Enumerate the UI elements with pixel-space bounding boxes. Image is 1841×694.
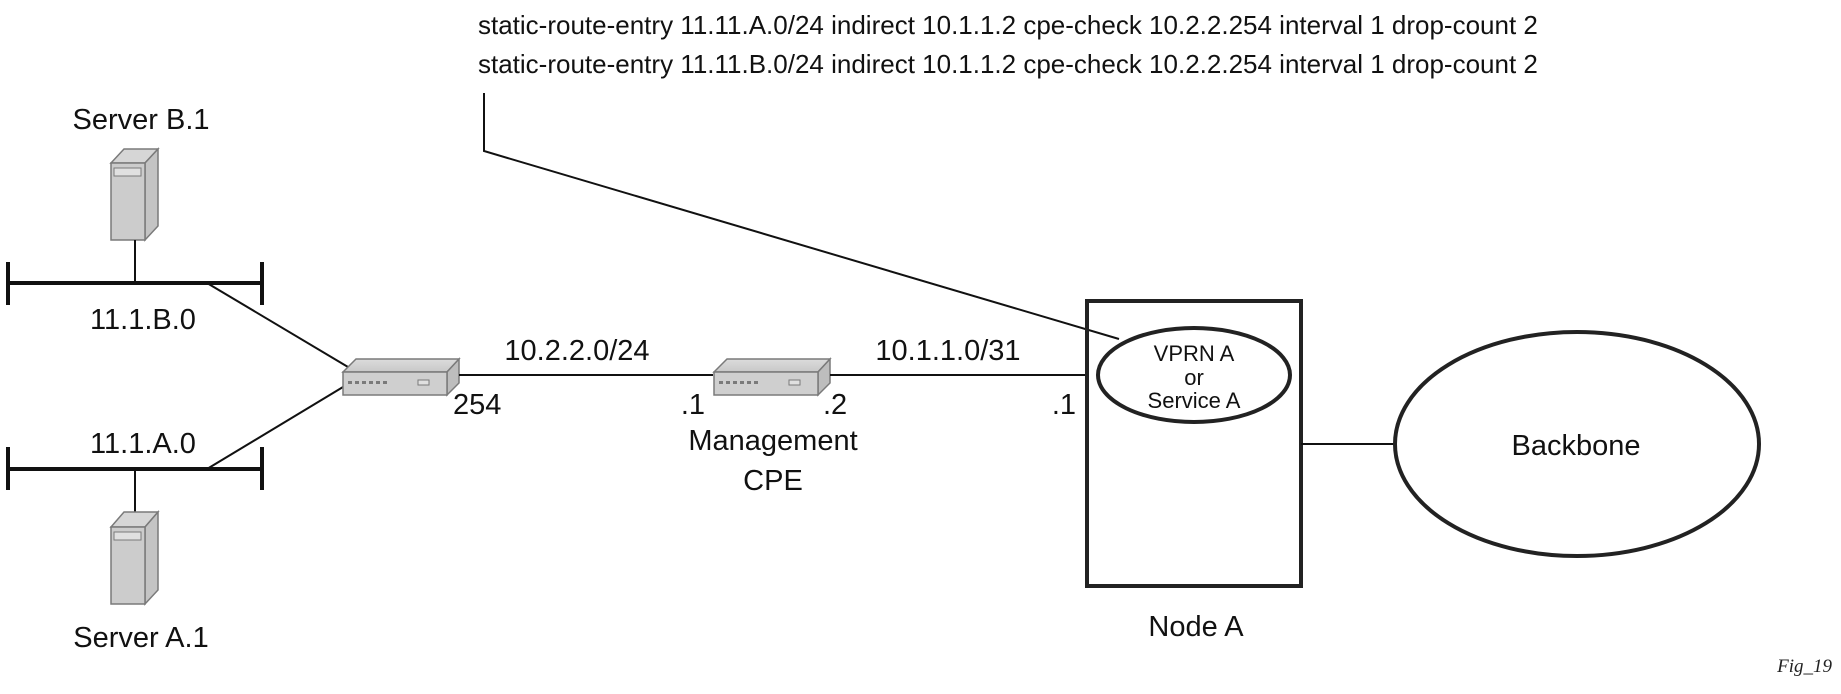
subnet-a-router-link <box>206 386 344 470</box>
mgmt-right-addr: .1 <box>681 389 705 421</box>
service-label-line3: Service A <box>1148 388 1241 413</box>
server-b-label: Server B.1 <box>73 104 210 136</box>
service-label-line1: VPRN A <box>1154 341 1235 366</box>
cpe-label-line1: Management <box>688 425 857 457</box>
config-line-a: static-route-entry 11.11.A.0/24 indirect… <box>478 10 1538 40</box>
service-label-line2: or <box>1184 365 1204 390</box>
server-a-label: Server A.1 <box>73 622 208 654</box>
node-a-label: Node A <box>1148 611 1244 643</box>
config-line-b: static-route-entry 11.11.B.0/24 indirect… <box>478 49 1538 79</box>
node-subnet-label: 10.1.1.0/31 <box>875 335 1020 367</box>
node-link-right-addr: .1 <box>1052 389 1076 421</box>
subnet-b-bus <box>6 262 264 305</box>
subnet-b-router-link <box>206 282 349 368</box>
server-a-icon <box>109 509 160 606</box>
node-link-left-addr: .2 <box>823 389 847 421</box>
server-b-icon <box>109 147 160 242</box>
service-ellipse <box>1096 326 1292 424</box>
backbone-label: Backbone <box>1512 430 1641 462</box>
router-icon <box>341 357 461 397</box>
backbone-ellipse <box>1393 330 1761 558</box>
cpe-icon <box>712 357 832 397</box>
subnet-a-label: 11.1.A.0 <box>90 428 196 460</box>
mgmt-left-addr: 254 <box>453 389 501 421</box>
cpe-label-line2: CPE <box>743 465 803 497</box>
subnet-b-label: 11.1.B.0 <box>90 304 196 336</box>
figure-id: Fig_19 <box>1776 656 1832 677</box>
mgmt-subnet-label: 10.2.2.0/24 <box>504 335 649 367</box>
config-leader-line <box>483 93 1120 340</box>
